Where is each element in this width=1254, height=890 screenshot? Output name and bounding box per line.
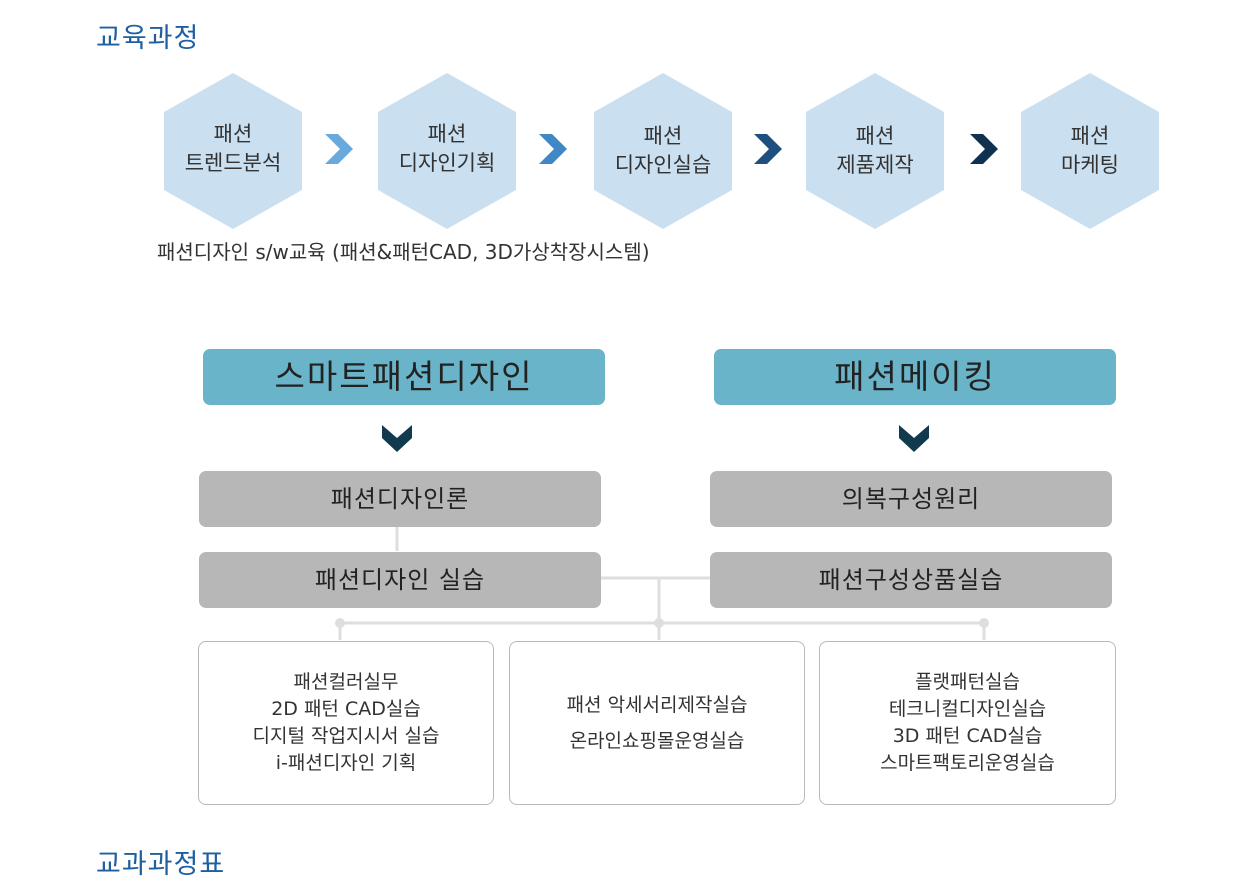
process-step-line2: 마케팅 [1061, 153, 1119, 177]
chevron-right-icon [539, 134, 567, 164]
course-box: 패션구성상품실습 [710, 552, 1112, 608]
elective-item: 패션컬러실무 [293, 671, 399, 693]
chevron-down-icon [899, 425, 929, 452]
hexagon-step-5 [1021, 73, 1159, 229]
track-header-smart-fashion-design: 스마트패션디자인 [203, 349, 605, 405]
process-step-4: 패션 제품제작 [800, 122, 950, 180]
elective-item: 디지털 작업지시서 실습 [252, 725, 440, 747]
elective-item: 플랫패턴실습 [915, 671, 1020, 693]
elective-item: i-패션디자인 기획 [275, 752, 417, 774]
process-step-1: 패션 트렌드분석 [158, 120, 308, 178]
process-step-line2: 디자인기획 [398, 151, 496, 175]
elective-item: 패션 악세서리제작실습 [566, 694, 748, 716]
course-box: 의복구성원리 [710, 471, 1112, 527]
process-step-line1: 패션 [855, 124, 895, 148]
elective-item: 3D 패턴 CAD실습 [892, 725, 1043, 747]
process-step-line1: 패션 [427, 122, 467, 146]
chevron-down-icon [382, 425, 412, 452]
process-step-line1: 패션 [643, 124, 683, 148]
elective-item: 테크니컬디자인실습 [888, 698, 1047, 720]
section-title-course-table: 교과과정표 [96, 849, 226, 880]
course-box: 패션디자인론 [199, 471, 601, 527]
elective-group-2: 패션 악세서리제작실습 온라인쇼핑몰운영실습 [509, 641, 805, 805]
process-step-line2: 디자인실습 [614, 153, 712, 177]
connector-dot [654, 618, 664, 628]
process-step-5: 패션 마케팅 [1015, 122, 1165, 180]
course-box: 패션디자인 실습 [199, 552, 601, 608]
connector-dot [335, 618, 345, 628]
process-step-line1: 패션 [1070, 124, 1110, 148]
elective-group-3: 플랫패턴실습 테크니컬디자인실습 3D 패턴 CAD실습 스마트팩토리운영실습 [819, 641, 1116, 805]
process-step-2: 패션 디자인기획 [372, 120, 522, 178]
hexagon-step-2 [378, 73, 516, 229]
elective-group-1: 패션컬러실무 2D 패턴 CAD실습 디지털 작업지시서 실습 i-패션디자인 … [198, 641, 494, 805]
hexagon-step-4 [806, 73, 944, 229]
connector-dot [979, 618, 989, 628]
process-step-line2: 트렌드분석 [184, 151, 282, 175]
software-training-note: 패션디자인 s/w교육 (패션&패턴CAD, 3D가상착장시스템) [157, 240, 650, 264]
process-step-line1: 패션 [213, 122, 253, 146]
hexagon-step-1 [164, 73, 302, 229]
chevron-right-icon [325, 134, 353, 164]
process-step-line2: 제품제작 [836, 153, 914, 177]
elective-item: 2D 패턴 CAD실습 [271, 698, 421, 720]
chevron-right-icon [970, 134, 998, 164]
process-step-3: 패션 디자인실습 [588, 122, 738, 180]
track-header-fashion-making: 패션메이킹 [714, 349, 1116, 405]
hexagon-step-3 [594, 73, 732, 229]
chevron-right-icon [754, 134, 782, 164]
elective-item: 온라인쇼핑몰운영실습 [569, 730, 745, 752]
elective-item: 스마트팩토리운영실습 [880, 752, 1055, 774]
section-title-curriculum: 교육과정 [96, 23, 200, 54]
